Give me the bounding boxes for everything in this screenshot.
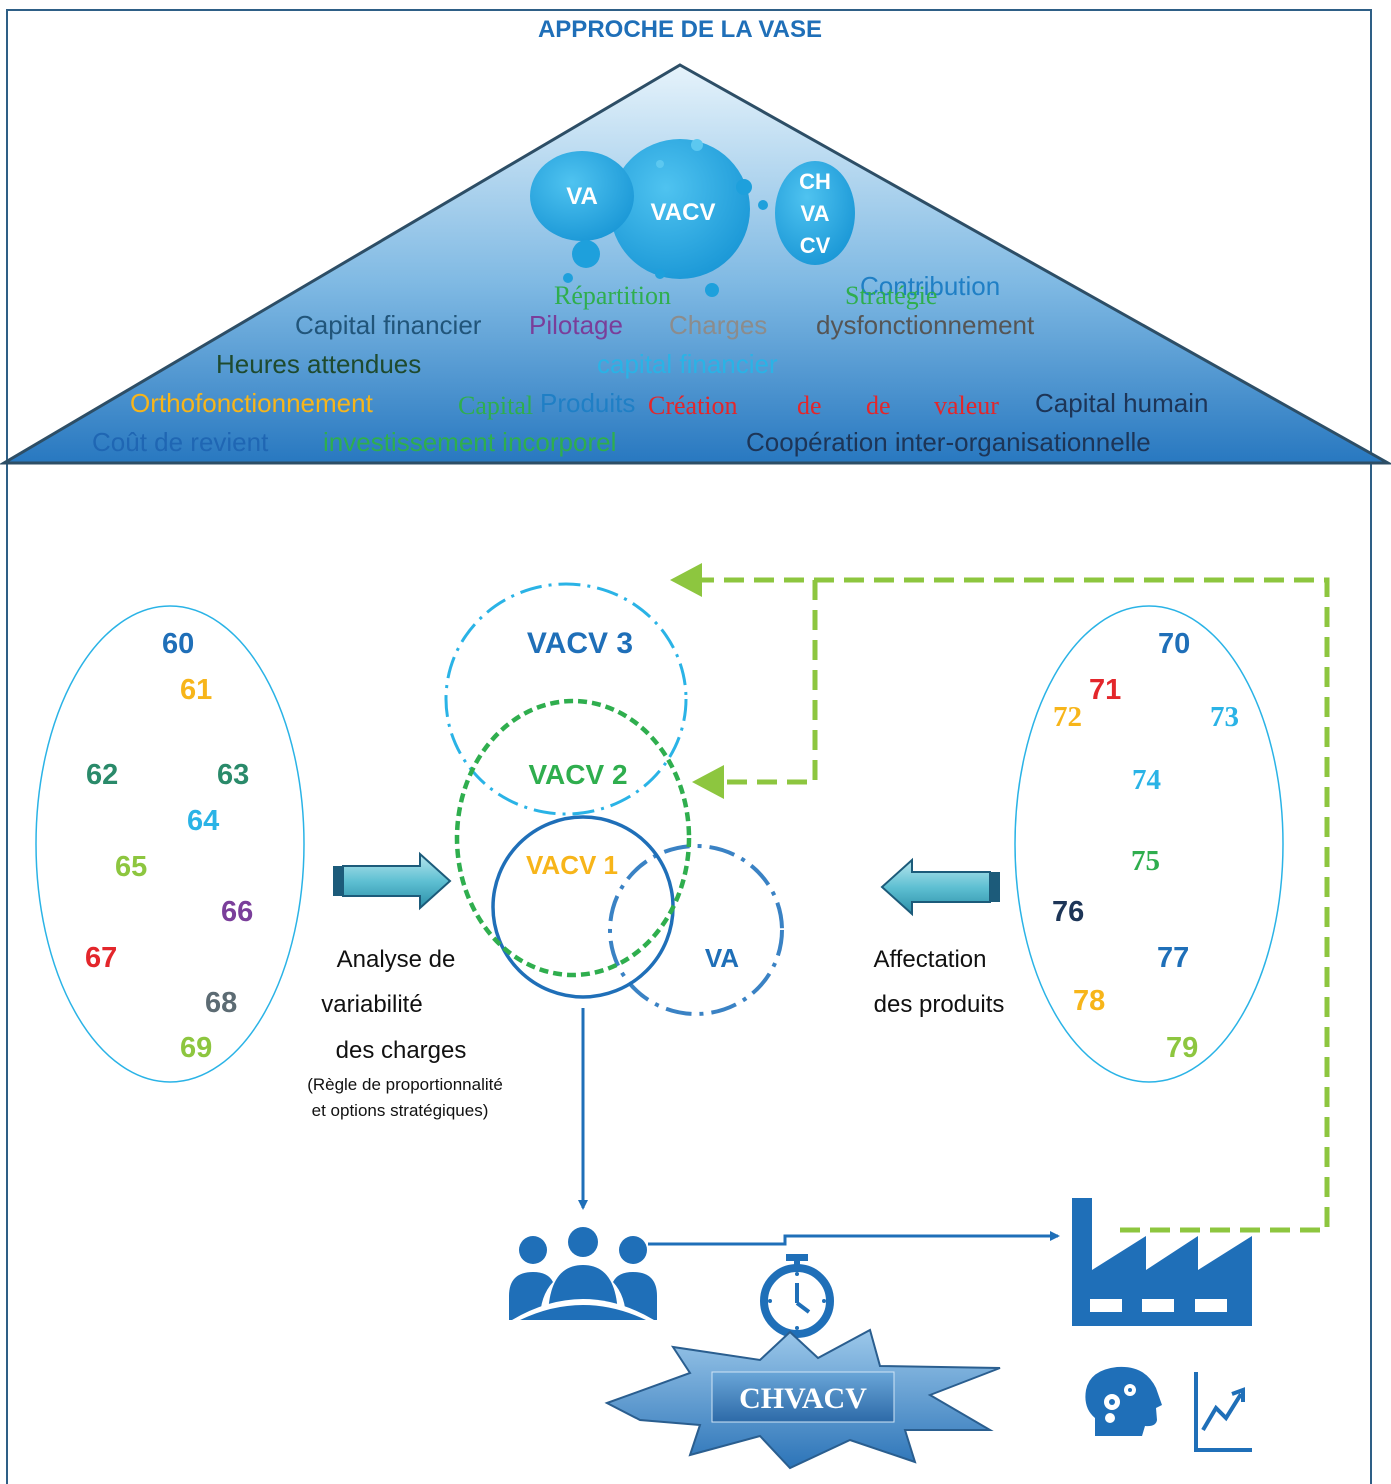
vacv1-label: VACV 1 — [526, 850, 618, 880]
caption-small: (Règle de proportionnalité — [307, 1075, 503, 1094]
word: Pilotage — [529, 310, 623, 340]
feedback-arrows — [700, 577, 1330, 1233]
droplet — [572, 240, 600, 268]
bubble-ch-line: CV — [800, 233, 831, 258]
va-label: VA — [705, 943, 739, 973]
account-number: 71 — [1089, 674, 1121, 706]
word: Produits — [540, 388, 635, 418]
droplet — [758, 200, 768, 210]
vacv3-label: VACV 3 — [527, 627, 633, 660]
droplet — [705, 283, 719, 297]
products-accounts: 70 71 72 73 74 75 76 77 78 79 — [1052, 628, 1239, 1064]
account-number: 77 — [1157, 942, 1189, 974]
bubble-va-label: VA — [566, 183, 598, 210]
account-number: 61 — [180, 674, 212, 706]
droplet — [563, 273, 573, 283]
caption-line: Affectation — [874, 946, 987, 973]
account-number: 60 — [162, 628, 194, 660]
word: Heures attendues — [216, 349, 421, 379]
account-number: 65 — [115, 851, 147, 883]
account-number: 69 — [180, 1032, 212, 1064]
word: Coopération inter-organisationnelle — [746, 427, 1151, 457]
account-number: 64 — [187, 805, 219, 837]
va-ring — [608, 844, 784, 1016]
word: Capital — [458, 391, 533, 420]
bubble-chvacv — [775, 161, 855, 265]
word: Orthofonctionnement — [130, 388, 374, 418]
word: Capital humain — [1035, 388, 1208, 418]
account-number: 72 — [1053, 701, 1082, 733]
vacv2-ring — [454, 698, 692, 978]
caption-line: Analyse de — [337, 946, 456, 973]
word: Stratégie — [845, 281, 937, 310]
caption-line: des charges — [336, 1037, 467, 1064]
account-number: 73 — [1210, 701, 1239, 733]
droplet — [691, 139, 703, 151]
vacv1-ring — [491, 815, 675, 999]
caption-line: variabilité — [321, 991, 422, 1018]
word: de — [797, 391, 822, 420]
stopwatch-icon — [760, 1254, 834, 1338]
word: de — [866, 391, 891, 420]
caption-small: et options stratégiques) — [312, 1101, 489, 1120]
products-ellipse — [1014, 605, 1284, 1083]
chvacv-burst: CHVACV — [604, 1328, 1001, 1470]
factory-icon — [1072, 1198, 1252, 1326]
droplet — [655, 269, 665, 279]
charges-accounts: 60 61 62 63 64 65 66 67 68 69 — [85, 628, 253, 1064]
page-title: APPROCHE DE LA VASE — [538, 16, 822, 43]
left-block-arrow — [880, 857, 1000, 917]
word: Coût de revient — [92, 427, 269, 457]
bubble-va — [530, 151, 634, 241]
account-number: 63 — [217, 759, 249, 791]
charges-ellipse — [35, 605, 305, 1083]
word: Création — [648, 391, 738, 420]
bubble-vacv-label: VACV — [651, 199, 716, 226]
word: Charges — [669, 310, 767, 340]
bubble-vacv — [610, 139, 750, 279]
word: dysfonctionnement — [816, 310, 1035, 340]
feedback-arrowhead — [670, 563, 702, 597]
word: capital financier — [597, 349, 778, 379]
bubble-ch-line: CH — [799, 169, 831, 194]
word: Contribution — [860, 271, 1000, 301]
account-number: 78 — [1073, 985, 1105, 1017]
charges-caption: Analyse de variabilité des charges (Règl… — [307, 946, 503, 1120]
word: investissement incorporel — [323, 427, 616, 457]
house-frame — [6, 9, 1372, 1484]
vacv2-label: VACV 2 — [528, 759, 627, 790]
people-to-factory-line — [648, 1231, 1060, 1246]
bubble-ch-line: VA — [801, 201, 830, 226]
vacv3-ring — [444, 582, 688, 816]
account-number: 74 — [1132, 764, 1161, 796]
word: Répartition — [554, 281, 671, 310]
droplet — [736, 179, 752, 195]
caption-line: des produits — [874, 991, 1005, 1018]
account-number: 79 — [1166, 1032, 1198, 1064]
products-caption: Affectation des produits — [874, 946, 1005, 1018]
right-block-arrow — [333, 851, 452, 911]
droplet — [656, 160, 664, 168]
meeting-group-icon — [509, 1227, 657, 1320]
chvacv-label: CHVACV — [739, 1382, 867, 1415]
account-number: 62 — [86, 759, 118, 791]
head-gears-icon — [1085, 1366, 1162, 1436]
account-number: 75 — [1131, 845, 1160, 877]
word: valeur — [934, 391, 999, 420]
account-number: 76 — [1052, 896, 1084, 928]
account-number: 70 — [1158, 628, 1190, 660]
account-number: 67 — [85, 942, 117, 974]
account-number: 66 — [221, 896, 253, 928]
feedback-arrowhead — [692, 765, 724, 799]
word-cloud: Contribution Répartition Stratégie Capit… — [92, 271, 1208, 457]
account-number: 68 — [205, 987, 237, 1019]
bubble-cluster: VA VACV CH VA CV — [530, 139, 855, 297]
word: Capital financier — [295, 310, 482, 340]
growth-chart-icon — [1194, 1372, 1252, 1452]
